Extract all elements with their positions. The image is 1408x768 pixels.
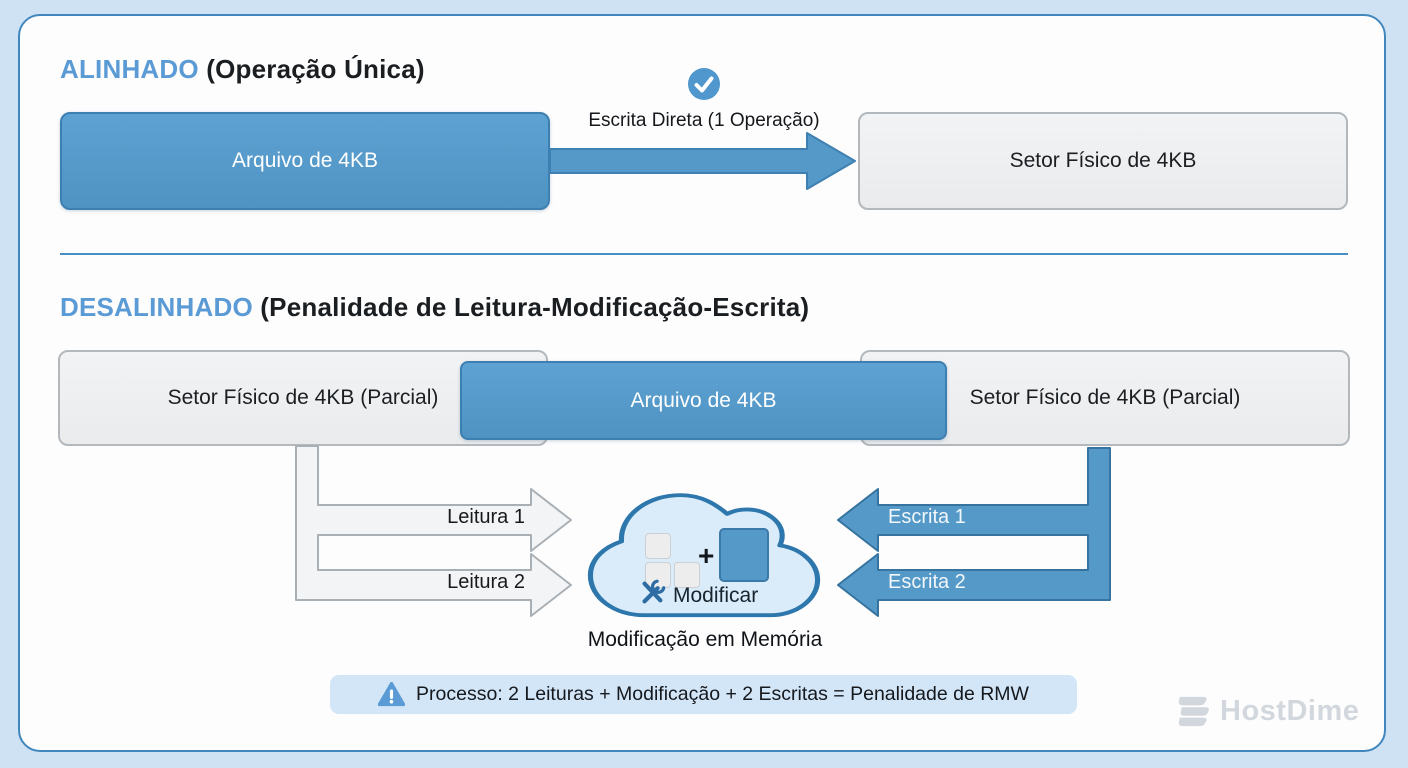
fragment-block-3 (674, 562, 700, 588)
brand-watermark-text: HostDime (1220, 694, 1360, 727)
direct-write-arrow-label: Escrita Direta (1 Operação) (588, 110, 820, 131)
unaligned-sector-right-label: Setor Físico de 4KB (Parcial) (969, 386, 1241, 409)
unaligned-section-title: DESALINHADO (Penalidade de Leitura-Modif… (60, 292, 809, 323)
warning-triangle-icon (378, 682, 406, 707)
unaligned-title-rest: (Penalidade de Leitura-Modificação-Escri… (252, 292, 810, 322)
fragment-block-1 (645, 533, 671, 559)
write-arrow-1-label: Escrita 1 (888, 506, 966, 528)
read-arrow-2-label: Leitura 2 (447, 571, 525, 593)
process-note-text: Processo: 2 Leituras + Modificação + 2 E… (416, 683, 1029, 705)
aligned-title-highlight: ALINHADO (60, 54, 199, 84)
plus-sign: + (698, 540, 715, 571)
unaligned-sector-left-label: Setor Físico de 4KB (Parcial) (167, 386, 439, 409)
aligned-file-box-label: Arquivo de 4KB (232, 149, 378, 172)
section-divider (60, 253, 1348, 255)
brand-watermark: HostDime (1174, 694, 1359, 728)
check-circle-icon (688, 68, 720, 100)
hostdime-stack-icon (1178, 696, 1209, 727)
process-note: Processo: 2 Leituras + Modificação + 2 E… (330, 675, 1077, 714)
unaligned-title-highlight: DESALINHADO (60, 292, 253, 322)
direct-write-arrow (549, 132, 856, 190)
write-pipe-arrows (837, 447, 1111, 617)
aligned-section-title: ALINHADO (Operação Única) (60, 54, 425, 85)
fragment-block-2 (645, 562, 671, 588)
aligned-title-rest: (Operação Única) (198, 54, 425, 84)
read-arrow-1-label: Leitura 1 (447, 506, 525, 528)
wrench-tools-icon (642, 579, 666, 604)
new-data-block (719, 528, 769, 582)
unaligned-file-box-label: Arquivo de 4KB (630, 388, 777, 412)
memory-caption: Modificação em Memória (587, 628, 823, 651)
aligned-sector-box-label: Setor Físico de 4KB (1009, 149, 1197, 172)
aligned-file-box: Arquivo de 4KB (60, 112, 550, 210)
unaligned-file-box: Arquivo de 4KB (460, 361, 947, 440)
read-pipe-arrows (295, 445, 572, 617)
modify-label: Modificar (673, 584, 759, 607)
aligned-sector-box: Setor Físico de 4KB (858, 112, 1348, 210)
write-arrow-2-label: Escrita 2 (888, 571, 966, 593)
